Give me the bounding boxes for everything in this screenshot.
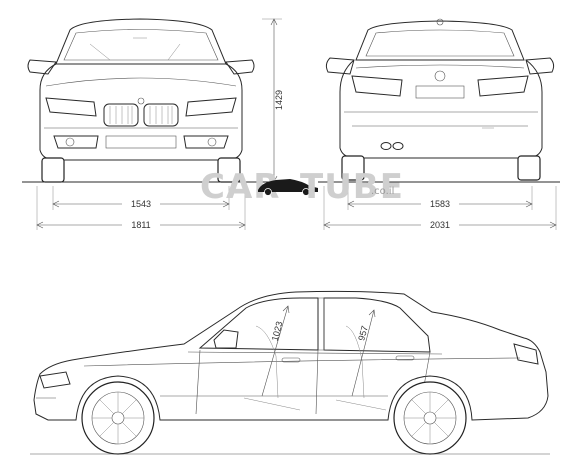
watermark-car-icon <box>258 179 318 196</box>
front-headroom-dimension: 1023 <box>261 305 290 397</box>
watermark-brand-right: TUBE <box>300 167 404 207</box>
height-label: 1429 <box>274 90 284 110</box>
rear-right-mirror <box>525 57 555 75</box>
front-kidney-grille-left <box>103 103 139 127</box>
watermark-domain: .co.il <box>371 186 394 197</box>
cartube-watermark: CAR TUBE .co.il <box>200 167 404 207</box>
front-track-label: 1543 <box>131 199 151 209</box>
rear-left-mirror <box>325 57 355 75</box>
rear-track-label: 1583 <box>430 199 450 209</box>
width-label: 1811 <box>131 220 150 230</box>
rear-headroom-dimension: 957 <box>351 309 376 397</box>
rear-headroom-label: 957 <box>356 325 370 342</box>
front-wheel <box>81 381 155 455</box>
front-track-dimension: 1543 <box>52 186 230 210</box>
front-view <box>27 18 255 183</box>
mirror-width-dimension: 2031 <box>323 186 557 230</box>
rear-wheel <box>393 381 467 455</box>
side-view: 1023 957 <box>30 290 550 455</box>
front-kidney-grille-right <box>143 103 179 127</box>
rear-view <box>325 18 555 181</box>
side-mirror <box>213 329 239 349</box>
rear-track-dimension: 1583 <box>347 186 533 210</box>
front-headroom-label: 1023 <box>270 320 285 342</box>
front-left-mirror <box>27 59 57 75</box>
height-dimension: 1429 <box>262 18 284 183</box>
front-right-mirror <box>225 59 255 75</box>
width-dimension: 1811 <box>36 186 246 230</box>
mirror-width-label: 2031 <box>430 220 450 230</box>
